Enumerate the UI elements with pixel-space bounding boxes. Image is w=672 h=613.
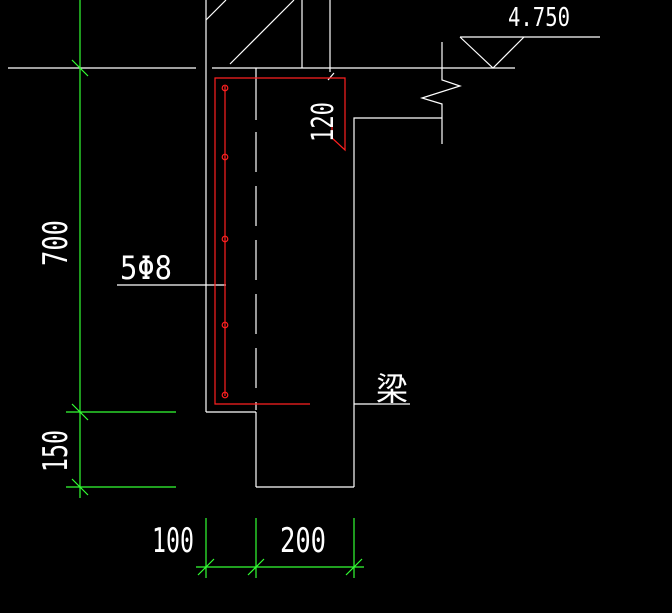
cover-label: 120 <box>306 102 341 142</box>
break-line <box>419 42 462 144</box>
elevation-label: 4.750 <box>508 3 570 33</box>
dim-tick-h3 <box>345 558 363 576</box>
rebar-stirrup <box>214 77 346 405</box>
rebar-point-2 <box>221 153 229 161</box>
rebar-point-1 <box>221 84 229 92</box>
structure-outline <box>8 0 600 488</box>
dim-tick-h2 <box>247 558 265 576</box>
rebar-point-5 <box>221 391 229 399</box>
beam-label: 梁 <box>376 370 408 408</box>
rebar-point-3 <box>221 235 229 243</box>
rebar-label: 5Φ8 <box>120 249 172 287</box>
wall-hatch-2 <box>229 0 295 65</box>
rebar-cage <box>214 77 346 405</box>
dim-700-label: 700 <box>36 220 76 266</box>
wall-hatch-1 <box>205 0 227 21</box>
dim-tick-bottom <box>71 478 89 496</box>
beam-top-step <box>353 117 442 150</box>
dim-tick-mid <box>71 403 89 421</box>
dim-200-label: 200 <box>280 521 326 561</box>
level-marker-triangle <box>459 36 525 69</box>
dimension-lines <box>66 0 364 578</box>
dim-100-label: 100 <box>152 521 194 561</box>
rebar-point-4 <box>221 321 229 329</box>
dim-tick-h1 <box>197 558 215 576</box>
dim-tick-top <box>71 59 89 77</box>
cover-arrow <box>327 72 335 81</box>
dim-150-label: 150 <box>36 430 76 472</box>
